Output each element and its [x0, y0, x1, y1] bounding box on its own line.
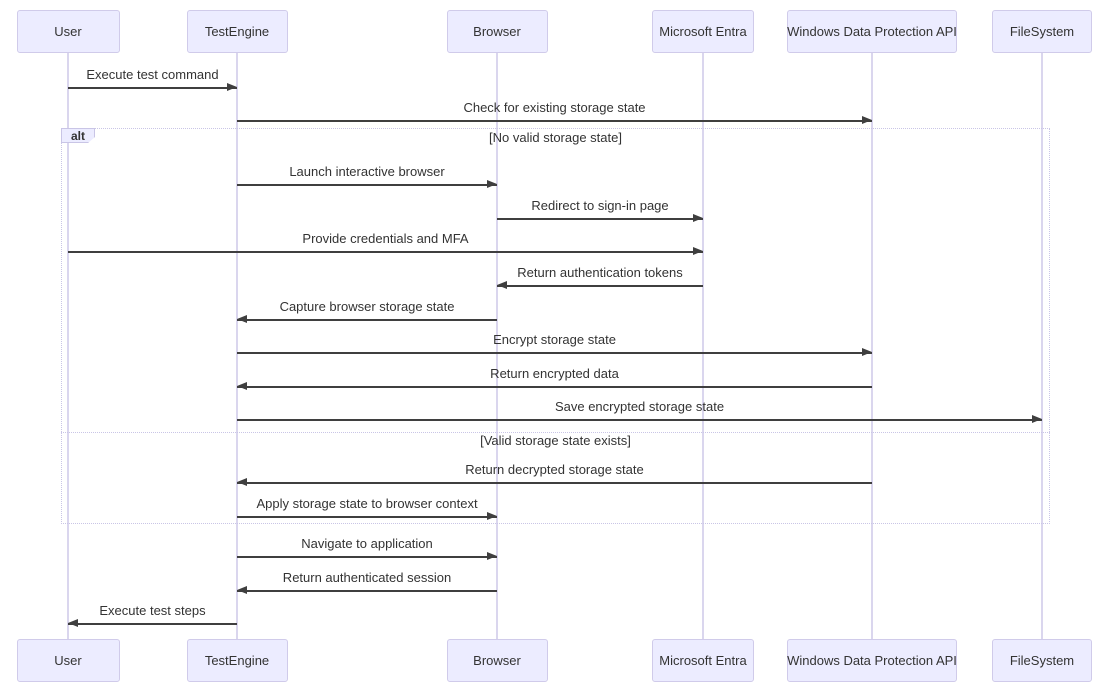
message-label: Redirect to sign-in page	[531, 198, 669, 213]
message-arrowhead	[862, 116, 872, 124]
message-line	[237, 556, 497, 558]
message-line	[237, 482, 872, 484]
message-arrowhead	[227, 83, 237, 91]
message-arrowhead	[68, 619, 78, 627]
participant-browser-bottom: Browser	[446, 639, 548, 682]
message-label: Return authenticated session	[282, 570, 452, 585]
message-arrowhead	[487, 180, 497, 188]
participant-user-top: User	[16, 10, 120, 53]
message-label: Launch interactive browser	[289, 164, 445, 179]
participant-windows-data-protection-api-top: Windows Data Protection API	[787, 10, 957, 53]
message-arrowhead	[237, 315, 247, 323]
lifeline-user	[67, 53, 69, 639]
alt-frame	[61, 128, 1050, 524]
message-line	[237, 184, 497, 186]
message-label: Return encrypted data	[490, 366, 619, 381]
message-arrowhead	[497, 281, 507, 289]
message-line	[237, 419, 1042, 421]
participant-microsoft-entra-top: Microsoft Entra	[652, 10, 754, 53]
lifeline-browser	[496, 53, 498, 639]
message-line	[237, 319, 497, 321]
participant-filesystem-bottom: FileSystem	[992, 639, 1092, 682]
participant-testengine-bottom: TestEngine	[186, 639, 288, 682]
message-label: Return authentication tokens	[517, 265, 683, 280]
message-label: Provide credentials and MFA	[302, 231, 469, 246]
message-line	[237, 590, 497, 592]
participant-testengine-top: TestEngine	[186, 10, 288, 53]
message-arrowhead	[862, 348, 872, 356]
message-line	[237, 120, 872, 122]
message-arrowhead	[487, 552, 497, 560]
participant-windows-data-protection-api-bottom: Windows Data Protection API	[787, 639, 957, 682]
message-arrowhead	[487, 512, 497, 520]
message-label: Execute test command	[86, 67, 219, 82]
message-label: Check for existing storage state	[463, 100, 646, 115]
message-label: Execute test steps	[99, 603, 206, 618]
message-arrowhead	[693, 247, 703, 255]
message-label: Navigate to application	[301, 536, 433, 551]
participant-microsoft-entra-bottom: Microsoft Entra	[652, 639, 754, 682]
message-line	[497, 285, 703, 287]
message-label: Save encrypted storage state	[554, 399, 725, 414]
lifeline-microsoft-entra	[702, 53, 704, 639]
alt-condition-2: [Valid storage state exists]	[480, 433, 631, 448]
alt-divider	[61, 432, 1050, 433]
participant-browser-top: Browser	[446, 10, 548, 53]
message-arrowhead	[1032, 415, 1042, 423]
message-label: Encrypt storage state	[493, 332, 616, 347]
message-arrowhead	[237, 478, 247, 486]
message-line	[68, 623, 237, 625]
participant-user-bottom: User	[16, 639, 120, 682]
message-label: Apply storage state to browser context	[256, 496, 478, 511]
message-label: Capture browser storage state	[279, 299, 455, 314]
message-line	[68, 87, 237, 89]
lifeline-testengine	[236, 53, 238, 639]
message-arrowhead	[237, 382, 247, 390]
message-line	[68, 251, 703, 253]
lifeline-filesystem	[1041, 53, 1043, 639]
message-label: Return decrypted storage state	[465, 462, 644, 477]
message-line	[497, 218, 703, 220]
alt-frame-label: alt	[61, 128, 95, 143]
participant-filesystem-top: FileSystem	[992, 10, 1092, 53]
message-arrowhead	[237, 586, 247, 594]
alt-condition-1: [No valid storage state]	[489, 130, 622, 145]
message-line	[237, 386, 872, 388]
message-line	[237, 352, 872, 354]
lifeline-windows-data-protection-api	[871, 53, 873, 639]
message-line	[237, 516, 497, 518]
message-arrowhead	[693, 214, 703, 222]
